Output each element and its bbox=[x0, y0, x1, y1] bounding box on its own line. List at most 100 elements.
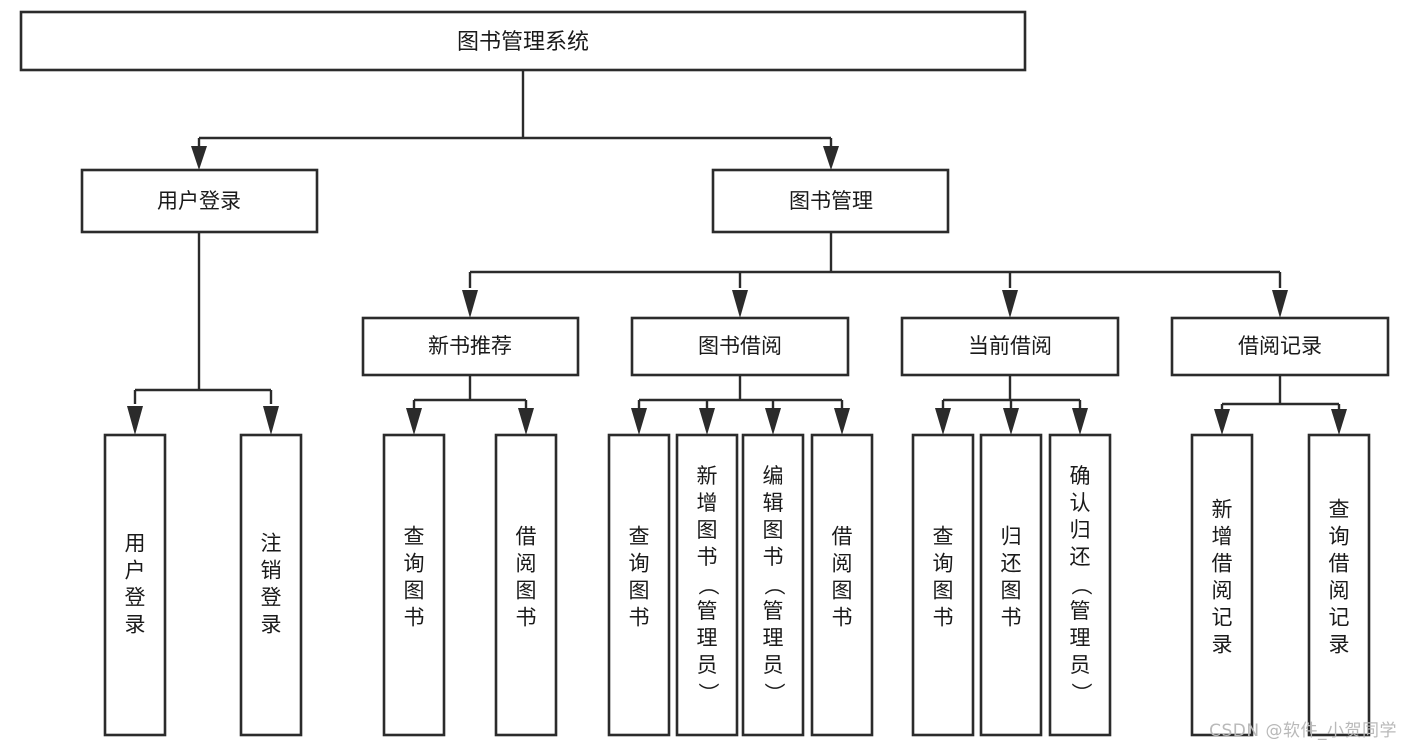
node-book-management-label: 图书管理 bbox=[789, 189, 873, 213]
node-book-borrow-label: 图书借阅 bbox=[698, 334, 782, 358]
arrow-head-current-borrow bbox=[1002, 290, 1018, 318]
node-user-login-box[interactable] bbox=[80, 168, 319, 234]
svg-text:书: 书 bbox=[404, 606, 425, 630]
arrow-head-user-login bbox=[191, 146, 207, 170]
node-borrow-record-label: 借阅记录 bbox=[1238, 334, 1322, 358]
arrow-head-leaf-edit-book bbox=[765, 408, 781, 435]
svg-text:）: ） bbox=[762, 683, 786, 704]
leaf-user-login[interactable]: 用户登录 bbox=[103, 433, 167, 737]
node-user-login-label: 用户登录 bbox=[157, 189, 241, 213]
svg-text:书: 书 bbox=[1001, 606, 1022, 630]
svg-text:销: 销 bbox=[261, 559, 282, 583]
leaf-query-record-box[interactable] bbox=[1307, 433, 1371, 737]
arrow-head-book-management bbox=[823, 146, 839, 170]
leaf-query-book-1-box[interactable] bbox=[382, 433, 446, 737]
svg-text:新: 新 bbox=[1212, 498, 1233, 522]
arrow-head-leaf-query-book-3 bbox=[935, 408, 951, 435]
leaf-confirm-return-box[interactable] bbox=[1048, 433, 1112, 737]
svg-text:借: 借 bbox=[832, 525, 853, 549]
node-book-borrow-box[interactable] bbox=[630, 316, 850, 377]
svg-text:员: 员 bbox=[1070, 653, 1091, 677]
node-current-borrow-box[interactable] bbox=[900, 316, 1120, 377]
node-root-box[interactable] bbox=[19, 10, 1027, 72]
svg-text:查: 查 bbox=[629, 525, 650, 549]
svg-text:理: 理 bbox=[697, 626, 718, 650]
node-borrow-record-box[interactable] bbox=[1170, 316, 1390, 377]
node-new-book-recommend-box[interactable] bbox=[361, 316, 580, 377]
node-book-management[interactable]: 图书管理 bbox=[711, 168, 950, 234]
svg-text:（: （ bbox=[696, 575, 720, 596]
svg-text:书: 书 bbox=[933, 606, 954, 630]
svg-text:录: 录 bbox=[1212, 633, 1233, 657]
svg-text:询: 询 bbox=[933, 552, 954, 576]
leaf-add-record-box[interactable] bbox=[1190, 433, 1254, 737]
node-root[interactable]: 图书管理系统 bbox=[19, 10, 1027, 72]
node-book-management-box[interactable] bbox=[711, 168, 950, 234]
svg-text:图: 图 bbox=[516, 579, 537, 603]
svg-text:新: 新 bbox=[697, 464, 718, 488]
svg-text:录: 录 bbox=[1329, 633, 1350, 657]
svg-text:（: （ bbox=[762, 575, 786, 596]
svg-text:员: 员 bbox=[763, 653, 784, 677]
leaf-query-book-3-box[interactable] bbox=[911, 433, 975, 737]
leaf-return-book-box[interactable] bbox=[979, 433, 1043, 737]
node-current-borrow[interactable]: 当前借阅 bbox=[900, 316, 1120, 377]
watermark-text: CSDN @软件_小贺同学 bbox=[1209, 721, 1397, 741]
svg-text:归: 归 bbox=[1070, 518, 1091, 542]
svg-text:图: 图 bbox=[1001, 579, 1022, 603]
svg-text:增: 增 bbox=[1212, 525, 1233, 549]
svg-text:户: 户 bbox=[125, 559, 146, 583]
arrow-head-leaf-return-book bbox=[1003, 408, 1019, 435]
svg-text:编: 编 bbox=[763, 464, 784, 488]
node-borrow-record[interactable]: 借阅记录 bbox=[1170, 316, 1390, 377]
arrow-head-leaf-query-record bbox=[1331, 409, 1347, 435]
leaf-add-book-box[interactable] bbox=[675, 433, 739, 737]
svg-text:询: 询 bbox=[629, 552, 650, 576]
svg-text:阅: 阅 bbox=[1329, 579, 1350, 603]
svg-text:增: 增 bbox=[697, 491, 718, 515]
svg-text:图: 图 bbox=[697, 518, 718, 542]
leaf-edit-book-box[interactable] bbox=[741, 433, 805, 737]
arrow-head-leaf-logout-login bbox=[263, 406, 279, 435]
connector-layer bbox=[127, 70, 1347, 435]
leaf-user-login-box[interactable] bbox=[103, 433, 167, 737]
svg-text:书: 书 bbox=[697, 545, 718, 569]
leaf-query-book-2-box[interactable] bbox=[607, 433, 671, 737]
svg-text:图: 图 bbox=[933, 579, 954, 603]
svg-text:图: 图 bbox=[404, 579, 425, 603]
svg-text:录: 录 bbox=[125, 613, 146, 637]
leaf-logout-login-box[interactable] bbox=[239, 433, 303, 737]
node-user-login[interactable]: 用户登录 bbox=[80, 168, 319, 234]
svg-text:还: 还 bbox=[1070, 545, 1091, 569]
svg-text:借: 借 bbox=[1329, 552, 1350, 576]
svg-text:用: 用 bbox=[125, 532, 146, 556]
node-new-book-recommend[interactable]: 新书推荐 bbox=[361, 316, 580, 377]
arrow-head-book-borrow bbox=[732, 290, 748, 318]
node-book-borrow[interactable]: 图书借阅 bbox=[630, 316, 850, 377]
leaf-user-login-label: 用户登录 bbox=[125, 532, 146, 637]
leaf-borrow-book-2-box[interactable] bbox=[810, 433, 874, 737]
svg-text:）: ） bbox=[1069, 683, 1093, 704]
leaf-borrow-book-1-box[interactable] bbox=[494, 433, 558, 737]
svg-text:阅: 阅 bbox=[1212, 579, 1233, 603]
